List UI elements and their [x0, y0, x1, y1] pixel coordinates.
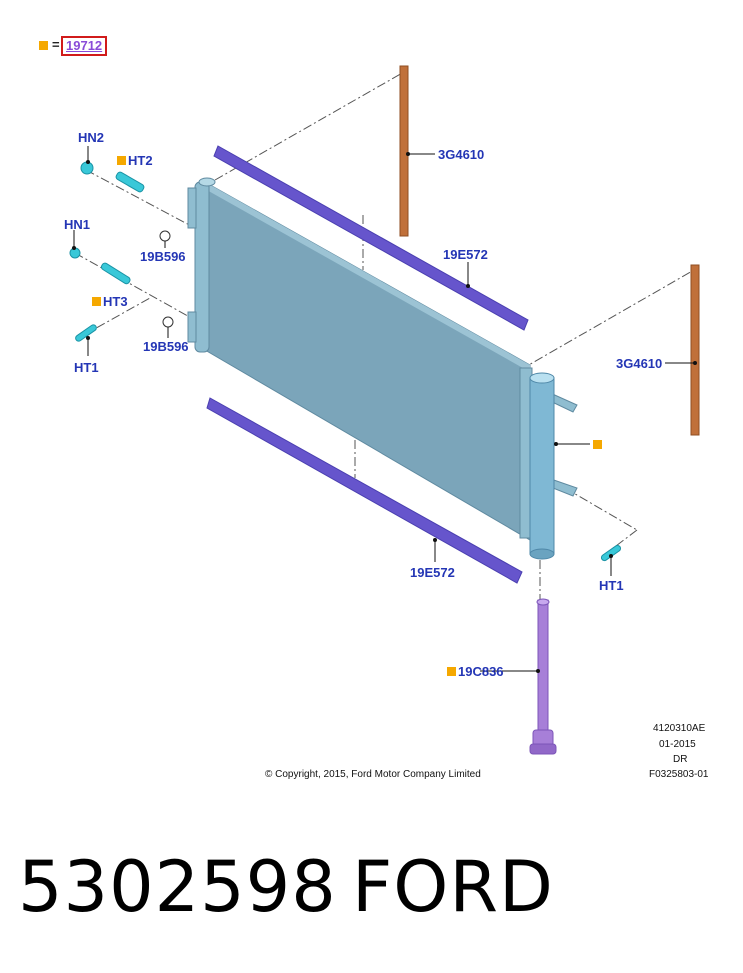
- label-3g4610-top[interactable]: 3G4610: [438, 147, 485, 162]
- copyright-text: © Copyright, 2015, Ford Motor Company Li…: [265, 769, 481, 780]
- label-ht1-right[interactable]: HT1: [599, 578, 624, 593]
- exploded-parts-diagram: [69, 65, 700, 755]
- label-b596-top[interactable]: 19B596: [140, 249, 186, 264]
- condenser-core: [187, 177, 533, 541]
- lower-seal-strip: [206, 397, 523, 584]
- fittings: [69, 161, 622, 562]
- drawing-initials: DR: [673, 754, 688, 765]
- label-hn2[interactable]: HN2: [78, 130, 105, 145]
- marker-ht3: [92, 297, 101, 306]
- foam-strip-right: [690, 264, 700, 436]
- part-number: 5302598: [18, 846, 337, 928]
- label-ht3[interactable]: HT3: [103, 294, 128, 309]
- marker-ht2: [117, 156, 126, 165]
- foam-strip-top: [399, 65, 409, 237]
- drawing-code: 4120310AE: [653, 723, 706, 734]
- marker-bottle: [593, 440, 602, 449]
- desiccant-cartridge: [529, 598, 557, 755]
- marker-19c836: [447, 667, 456, 676]
- label-19e572-bottom[interactable]: 19E572: [410, 565, 455, 580]
- drawing-date: 01-2015: [659, 739, 696, 750]
- brand-name: FORD: [352, 846, 554, 928]
- label-hn1[interactable]: HN1: [64, 217, 91, 232]
- label-ht2[interactable]: HT2: [128, 153, 153, 168]
- label-19c836[interactable]: 19C836: [458, 664, 504, 679]
- legend-marker: [39, 41, 48, 50]
- label-ht1-left[interactable]: HT1: [74, 360, 99, 375]
- label-b596-bottom[interactable]: 19B596: [143, 339, 189, 354]
- leader-dots: [72, 152, 697, 673]
- legend-part-link[interactable]: 19712: [61, 36, 108, 56]
- label-3g4610-right[interactable]: 3G4610: [616, 356, 663, 371]
- leader-lines: [73, 146, 695, 672]
- figure-number: F0325803-01: [649, 769, 709, 780]
- label-19e572-top[interactable]: 19E572: [443, 247, 488, 262]
- upper-seal-strip: [213, 145, 529, 331]
- legend-equals: =: [52, 37, 60, 52]
- receiver-dryer-bottle: [529, 372, 578, 560]
